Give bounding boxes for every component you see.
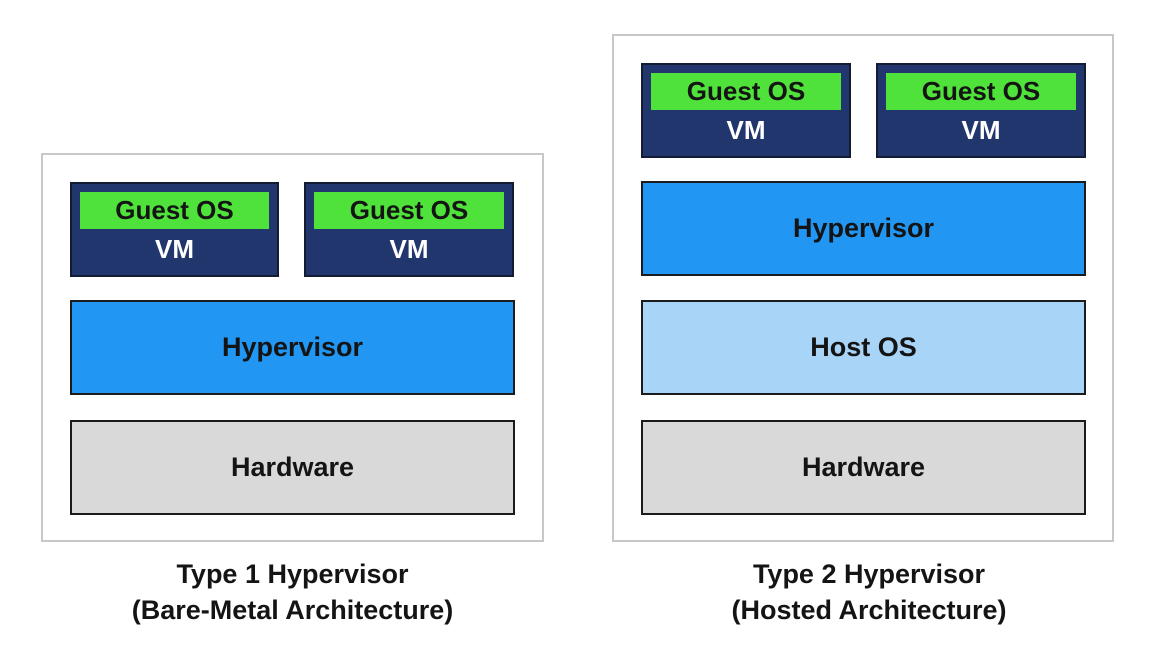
type2-hardware-layer: Hardware xyxy=(641,420,1086,515)
type1-caption-subtitle: (Bare-Metal Architecture) xyxy=(131,595,454,625)
type1-diagram-frame: Guest OS VM Guest OS VM Hypervisor Hardw… xyxy=(41,153,544,542)
type1-vm-right: Guest OS VM xyxy=(304,182,514,277)
type1-caption: Type 1 Hypervisor (Bare-Metal Architectu… xyxy=(41,556,544,628)
type1-vm-label-left: VM xyxy=(155,234,194,264)
type1-caption-title: Type 1 Hypervisor xyxy=(176,559,409,589)
type2-caption-subtitle: (Hosted Architecture) xyxy=(731,595,1007,625)
type2-vm-right: Guest OS VM xyxy=(876,63,1086,158)
type2-hypervisor-layer: Hypervisor xyxy=(641,181,1086,276)
type1-hardware-layer: Hardware xyxy=(70,420,515,515)
type2-caption: Type 2 Hypervisor (Hosted Architecture) xyxy=(612,556,1126,628)
type2-diagram-frame: Guest OS VM Guest OS VM Hypervisor Host … xyxy=(612,34,1114,542)
type1-guest-os-right: Guest OS xyxy=(314,192,504,229)
type2-vm-label-right: VM xyxy=(961,115,1001,145)
type2-caption-title: Type 2 Hypervisor xyxy=(752,559,986,589)
type2-guest-os-left: Guest OS xyxy=(651,73,841,110)
type2-vm-left: Guest OS VM xyxy=(641,63,851,158)
type1-vm-label-right: VM xyxy=(389,234,429,264)
type2-vm-label-left: VM xyxy=(726,115,766,145)
type1-guest-os-left: Guest OS xyxy=(80,192,269,229)
type2-guest-os-right: Guest OS xyxy=(886,73,1076,110)
type1-hypervisor-layer: Hypervisor xyxy=(70,300,515,395)
type2-host-os-layer: Host OS xyxy=(641,300,1086,395)
type1-vm-left: Guest OS VM xyxy=(70,182,279,277)
